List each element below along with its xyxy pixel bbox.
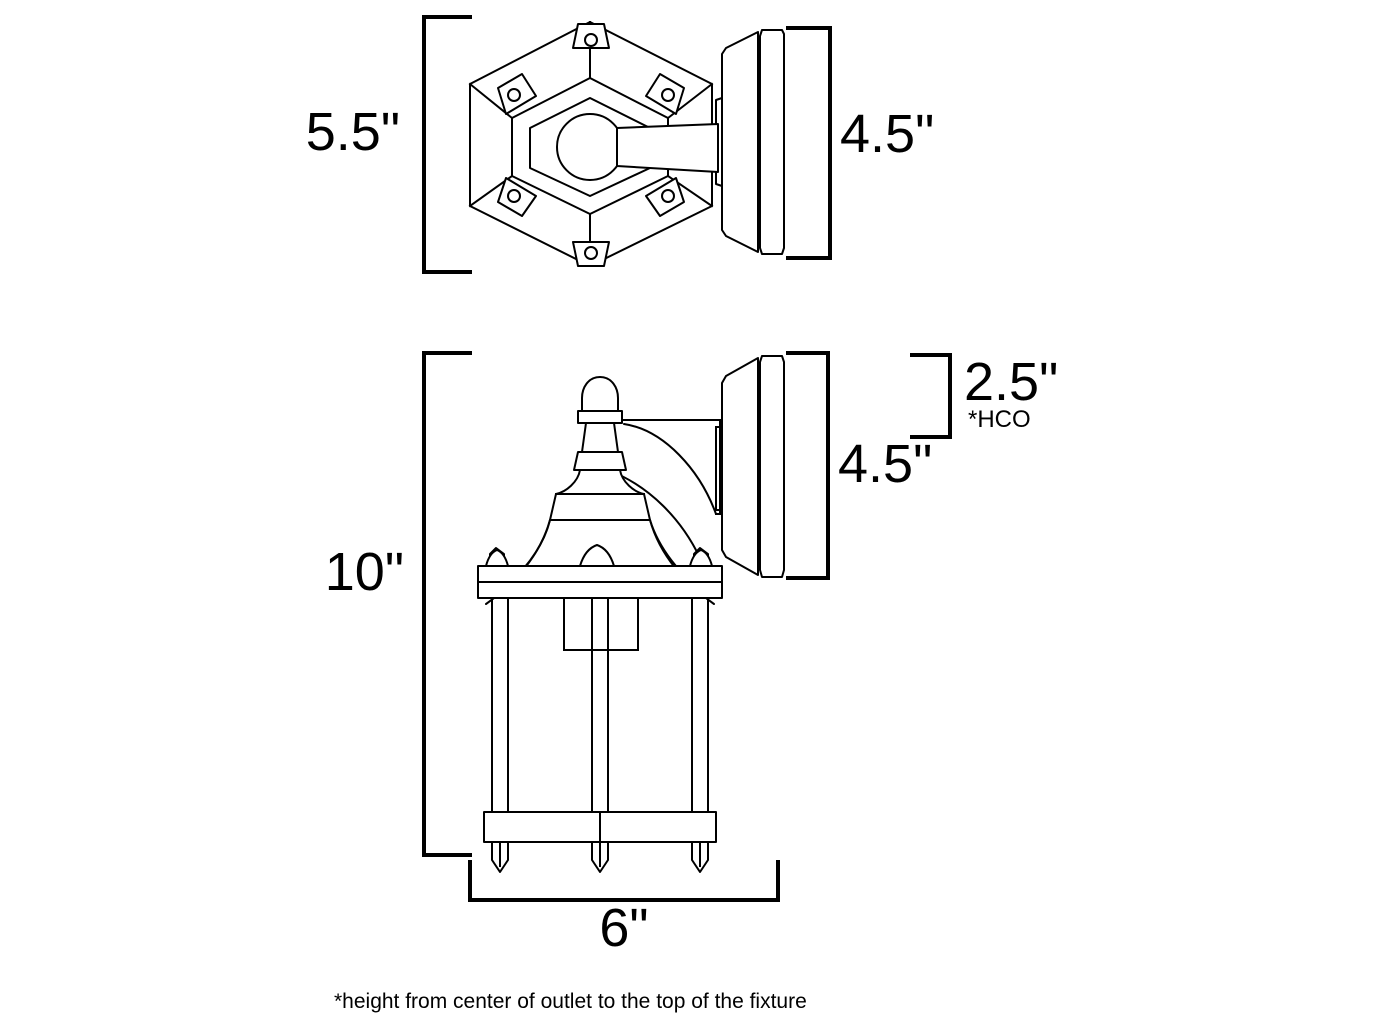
dimension-side-height: 10" <box>325 351 472 857</box>
finial-hole-top <box>584 33 598 47</box>
dimension-top-depth: 4.5" <box>786 26 934 260</box>
side-view-bottom-frame <box>483 811 717 843</box>
backplate-body-top <box>721 31 759 253</box>
footnote-label: *height from center of outlet to the top… <box>334 990 807 1013</box>
dimension-bracket-side-width <box>468 860 780 902</box>
dimension-top-height: 5.5" <box>306 15 472 274</box>
finial-hole-upper-left <box>507 88 521 102</box>
backplate-plate-top <box>759 29 785 255</box>
shade-upper-band <box>549 493 651 521</box>
dimension-bracket-top-depth <box>786 26 832 260</box>
dimension-side-width: 6" <box>468 860 780 958</box>
side-view-bottom-finials <box>491 841 709 873</box>
dimension-bracket-top-height <box>422 15 472 274</box>
side-view-frame-knobs <box>485 544 713 567</box>
top-view-backplate <box>715 29 785 255</box>
side-view-group: 2.5" *HCO 4.5" 10" 6" <box>325 351 1058 958</box>
dimension-label-side-width: 6" <box>599 898 648 958</box>
finial-base <box>573 451 627 471</box>
finial-dome <box>581 376 619 413</box>
top-view-arm <box>616 123 719 173</box>
arm-scroll-curve-outer <box>623 423 717 515</box>
finial-hole-upper-right <box>661 88 675 102</box>
top-view-group: 5.5" 4.5" <box>306 15 934 274</box>
dimension-label-side-backplate: 4.5" <box>838 434 932 494</box>
dimension-bracket-side-backplate <box>786 351 830 580</box>
dimension-label-top-depth: 4.5" <box>840 104 934 164</box>
dimension-label-top-height: 5.5" <box>306 102 400 162</box>
side-view-top-frame <box>477 565 723 599</box>
finial-hole-bottom <box>584 246 598 260</box>
dimension-bracket-hco <box>910 353 952 439</box>
side-view-glass-cage <box>491 597 709 813</box>
frame-knob-right-cap <box>689 549 713 567</box>
dimension-side-backplate: 4.5" <box>786 351 932 580</box>
dimension-side-hco: 2.5" *HCO <box>910 352 1058 439</box>
dimension-label-hco-value: 2.5" <box>964 352 1058 412</box>
dimension-label-side-height: 10" <box>325 542 404 602</box>
hex-center-socket <box>556 113 624 181</box>
top-view-hex-body <box>468 21 719 267</box>
finial-collar <box>577 410 623 424</box>
side-view-backplate <box>715 355 785 578</box>
frame-knob-center-cap <box>579 544 615 567</box>
frame-knob-left-cap <box>485 549 509 567</box>
finial-hole-lower-right <box>661 189 675 203</box>
side-backplate-body <box>721 357 759 576</box>
dimension-bracket-side-height <box>422 351 472 857</box>
socket-housing <box>563 597 639 651</box>
side-view-top-finial <box>573 376 627 471</box>
side-backplate-plate <box>759 355 785 578</box>
side-view-socket <box>563 597 639 651</box>
hex-finial-tabs <box>497 23 685 267</box>
dimension-label-hco-note: *HCO <box>968 406 1031 433</box>
finial-neck <box>581 422 619 453</box>
finial-hole-lower-left <box>507 189 521 203</box>
